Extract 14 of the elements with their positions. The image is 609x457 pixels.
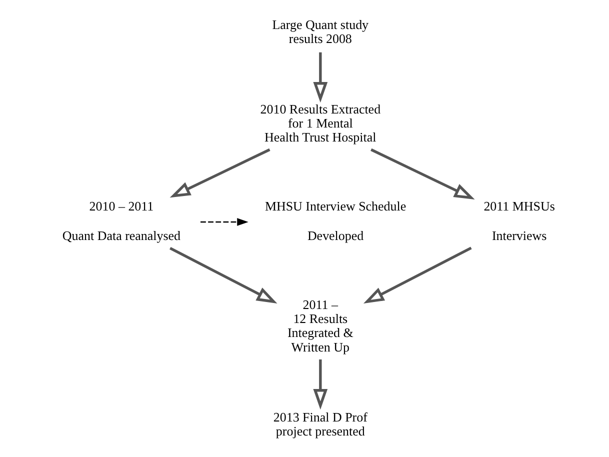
node-text: 2010 Results Extracted for 1 Mental Health Trust Hospital — [260, 100, 380, 144]
arrow — [200, 218, 248, 226]
node-text: MHSU Interview Schedule Developed — [264, 198, 406, 242]
node-text: 2013 Final D Prof project presented — [272, 409, 367, 438]
node-text: 2011 – 12 Results Integrated & Written Up — [286, 296, 353, 354]
arrow — [362, 246, 472, 304]
node-text: 2010 – 2011 Quant Data reanalysed — [62, 198, 180, 242]
arrow — [312, 358, 328, 410]
node-text: 2011 MHSUs Interviews — [483, 198, 554, 242]
arrow — [312, 52, 328, 102]
arrow — [169, 148, 270, 198]
arrow — [370, 148, 474, 199]
arrow — [169, 246, 277, 303]
node-text: Large Quant study results 2008 — [272, 16, 368, 46]
